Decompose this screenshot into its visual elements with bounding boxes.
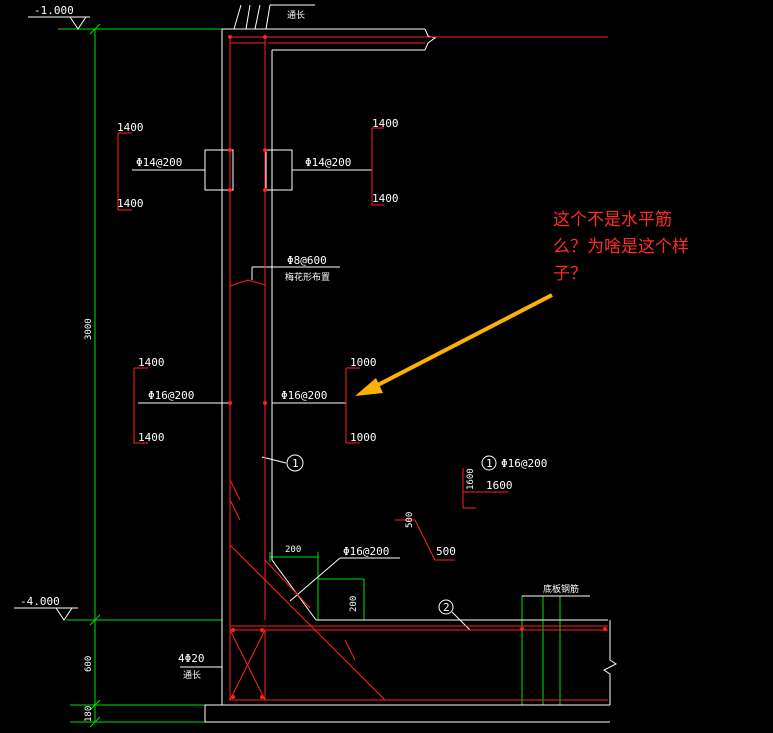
haunch-bar-label: Φ16@200 <box>343 545 389 558</box>
marker-1-label: 1 <box>292 457 299 470</box>
annotation-arrow <box>355 293 553 396</box>
mid-left-bottom-length: 1400 <box>138 431 165 444</box>
elevation-marker-top: -1.000 <box>28 4 90 30</box>
dimension-lines <box>58 23 561 728</box>
bend-vertical-length: 500 <box>405 512 415 528</box>
upper-left-top-length: 1400 <box>117 121 144 134</box>
corner-bars-label: 4Φ20 <box>178 652 205 665</box>
beam-depth-dimension: 600 <box>84 656 94 672</box>
haunch-width-dimension: 200 <box>285 545 301 555</box>
question-note: 这个不是水平筋 么？为啥是这个样 子？ <box>553 210 689 284</box>
upper-right-bottom-length: 1400 <box>372 192 399 205</box>
question-line-1: 这个不是水平筋 <box>553 210 672 230</box>
top-continuous-label: 通长 <box>287 9 305 21</box>
corner-note-label: 通长 <box>183 669 201 681</box>
mid-left-bar-label: Φ16@200 <box>148 389 194 402</box>
mid-right-top-length: 1000 <box>350 356 377 369</box>
question-line-2: 么？为啥是这个样 <box>553 237 689 257</box>
detail-marker-label: 1 <box>486 457 493 470</box>
mid-right-bar-label: Φ16@200 <box>281 389 327 402</box>
upper-right-bar-label: Φ14@200 <box>305 156 351 169</box>
slab-depth-dimension: 180 <box>84 706 94 722</box>
concrete-outline <box>132 4 617 723</box>
mid-right-bottom-length: 1000 <box>350 431 377 444</box>
upper-left-bar-label: Φ14@200 <box>136 156 182 169</box>
question-line-3: 子？ <box>553 264 587 284</box>
tie-bar-label: Φ8@600 <box>287 254 327 267</box>
upper-left-bottom-length: 1400 <box>117 197 144 210</box>
mid-left-top-length: 1400 <box>138 356 165 369</box>
tie-note-label: 梅花形布置 <box>285 271 330 283</box>
detail-vertical-length: 1600 <box>466 468 476 490</box>
elevation-bottom-label: -4.000 <box>20 595 60 608</box>
upper-right-top-length: 1400 <box>372 117 399 130</box>
haunch-height-dimension: 200 <box>349 596 359 612</box>
bend-horizontal-length: 500 <box>436 545 456 558</box>
rebar-dots <box>228 35 607 699</box>
marker-2-label: 2 <box>443 601 450 614</box>
wall-height-dimension: 3000 <box>84 318 94 340</box>
elevation-top-label: -1.000 <box>34 4 74 17</box>
slab-rebar-label: 底板钢筋 <box>543 583 579 595</box>
rebar-lines <box>117 36 608 701</box>
detail-horizontal-length: 1600 <box>486 479 513 492</box>
detail-bar-label: Φ16@200 <box>501 457 547 470</box>
elevation-marker-bottom: -4.000 <box>14 595 78 621</box>
